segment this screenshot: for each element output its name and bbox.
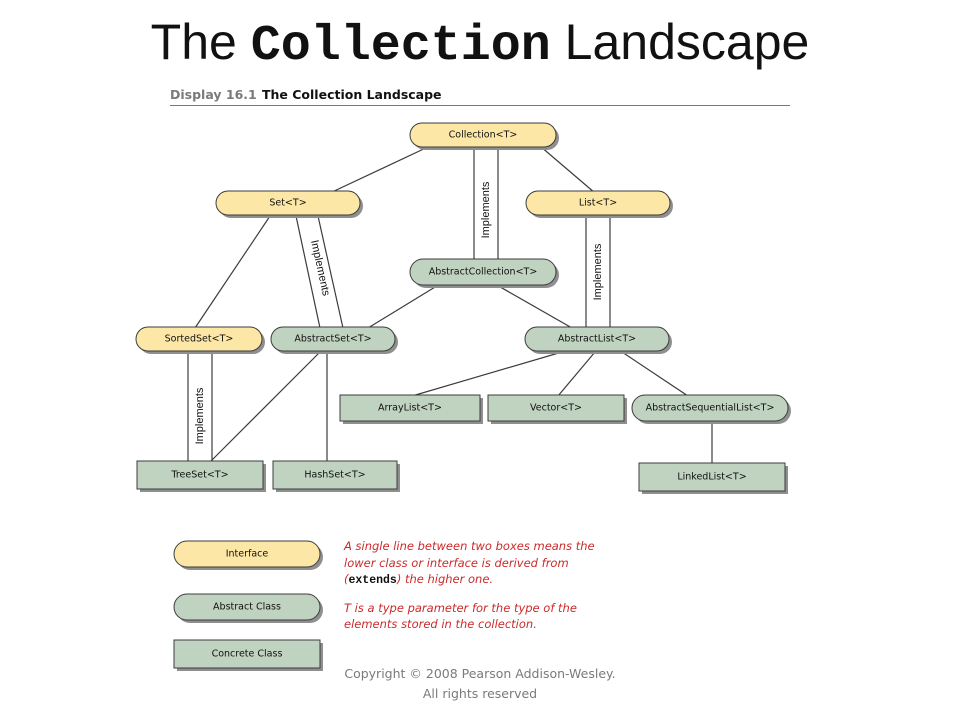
note-type-symbol: T bbox=[344, 600, 352, 615]
node-label-set: Set<T> bbox=[269, 198, 306, 209]
concrete-node-tree-set bbox=[136, 460, 264, 490]
legend-label-interface: Interface bbox=[226, 549, 269, 560]
legend-abstract-swatch bbox=[173, 593, 321, 621]
concrete-node-vector bbox=[487, 394, 625, 422]
node-label-abstract-list: AbstractList<T> bbox=[558, 334, 636, 345]
title-suffix: Landscape bbox=[550, 14, 810, 70]
node-label-abstract-set: AbstractSet<T> bbox=[294, 334, 371, 345]
display-number: Display 16.1 bbox=[170, 87, 257, 102]
display-header: Display 16.1 The Collection Landscape bbox=[170, 85, 790, 106]
implements-label: Implements bbox=[194, 387, 206, 444]
node-label-abstract-sequential-list: AbstractSequentialList<T> bbox=[646, 403, 775, 414]
legend-label-abstract-class: Abstract Class bbox=[213, 602, 281, 613]
edge-list-collection bbox=[539, 145, 596, 194]
node-label-vector: Vector<T> bbox=[530, 403, 582, 414]
legend-note-extends: A single line between two boxes means th… bbox=[344, 538, 604, 590]
note-code-extends: extends bbox=[348, 574, 397, 587]
interface-node-collection bbox=[409, 122, 557, 148]
edge-treeset-abstractset bbox=[209, 351, 321, 463]
display-caption: The Collection Landscape bbox=[262, 87, 442, 102]
slide-title: The Collection Landscape bbox=[0, 6, 960, 83]
abstract-node-abstract-sequential-list bbox=[631, 394, 789, 422]
note-text: ) the higher one. bbox=[396, 572, 494, 586]
abstract-node-abstract-set bbox=[270, 326, 396, 352]
note-text: A single line between two boxes means th… bbox=[344, 539, 595, 586]
note-text: is a type parameter for the type of the … bbox=[344, 600, 577, 632]
edge-abstractlist-abstractcollection bbox=[494, 283, 573, 329]
interface-node-list bbox=[525, 190, 671, 216]
node-label-sorted-set: SortedSet<T> bbox=[165, 334, 234, 345]
legend-interface-swatch bbox=[173, 540, 321, 568]
extends-lines bbox=[194, 145, 713, 464]
node-label-hash-set: HashSet<T> bbox=[304, 470, 365, 481]
edge-abstractset-abstractcollection bbox=[367, 283, 441, 329]
impl-line-c bbox=[295, 215, 321, 329]
rights-line: All rights reserved bbox=[422, 686, 538, 701]
concrete-node-linked-list bbox=[638, 462, 786, 492]
node-label-collection: Collection<T> bbox=[449, 130, 518, 141]
concrete-node-hash-set bbox=[272, 460, 398, 490]
copyright-line: Copyright © 2008 Pearson Addison-Wesley. bbox=[344, 666, 616, 681]
implements-lines bbox=[187, 146, 611, 462]
implements-label: Implements bbox=[480, 181, 492, 238]
copyright-footer: Copyright © 2008 Pearson Addison-Wesley.… bbox=[280, 664, 680, 704]
abstract-node-abstract-list bbox=[524, 326, 670, 352]
title-code: Collection bbox=[250, 18, 551, 75]
interface-node-sorted-set bbox=[135, 326, 263, 352]
concrete-node-array-list bbox=[339, 394, 481, 422]
edge-vector-abstractlist bbox=[557, 351, 596, 397]
interface-node-set bbox=[215, 190, 361, 216]
legend-note: A single line between two boxes means th… bbox=[344, 538, 604, 643]
node-shapes bbox=[135, 122, 789, 669]
implements-label: Implements bbox=[592, 243, 604, 300]
edge-sortedset-set bbox=[194, 215, 271, 329]
legend-label-concrete-class: Concrete Class bbox=[212, 649, 283, 660]
legend-concrete-swatch bbox=[173, 639, 321, 669]
abstract-node-abstract-collection bbox=[409, 258, 557, 286]
legend-note-type-parameter: T is a type parameter for the type of th… bbox=[344, 600, 604, 633]
title-prefix: The bbox=[150, 14, 251, 70]
node-label-linked-list: LinkedList<T> bbox=[677, 472, 746, 483]
edge-abstractsequentiallist-abstractlist bbox=[621, 351, 689, 397]
node-label-list: List<T> bbox=[579, 198, 617, 209]
node-label-tree-set: TreeSet<T> bbox=[170, 470, 228, 481]
impl-line-d bbox=[317, 215, 344, 329]
edge-set-collection bbox=[329, 145, 431, 194]
node-label-array-list: ArrayList<T> bbox=[378, 403, 442, 414]
edge-arraylist-abstractlist bbox=[411, 351, 563, 397]
node-label-abstract-collection: AbstractCollection<T> bbox=[429, 267, 538, 278]
